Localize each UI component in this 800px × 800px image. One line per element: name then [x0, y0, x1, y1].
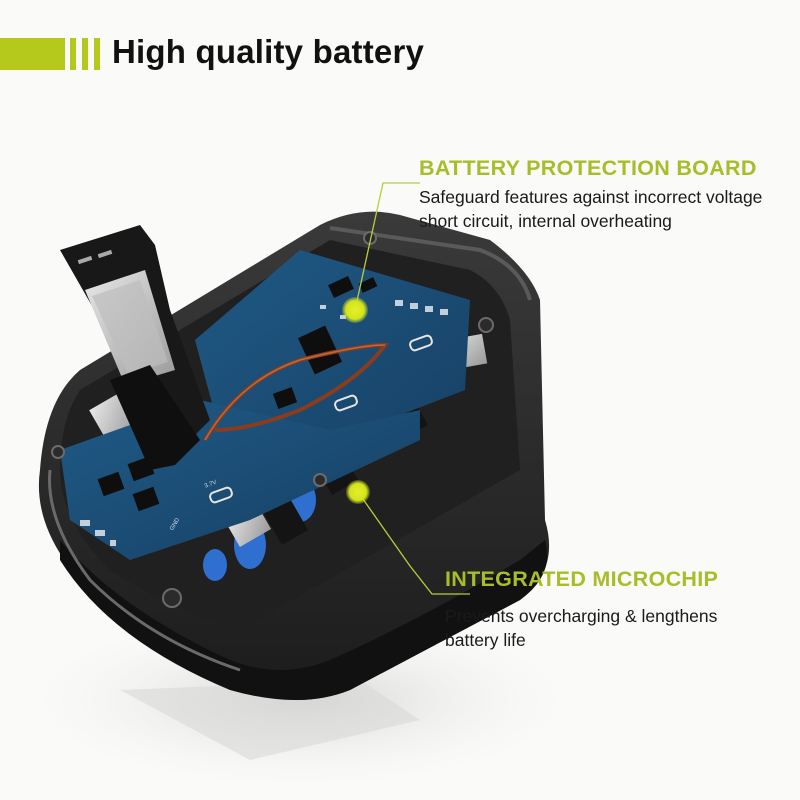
callout-desc-line: Prevents overcharging & lengthens — [445, 606, 718, 626]
callout-desc-line: short circuit, internal overheating — [419, 211, 672, 231]
leader-line-protection-board — [354, 182, 420, 311]
callout-title: INTEGRATED MICROCHIP — [445, 567, 719, 591]
microchip-marker-icon — [346, 480, 370, 504]
callout-microchip: INTEGRATED MICROCHIP Prevents overchargi… — [445, 567, 718, 652]
accent-stripe — [70, 38, 76, 70]
callout-protection-board: BATTERY PROTECTION BOARD Safeguard featu… — [419, 156, 762, 233]
callout-desc-line: Safeguard features against incorrect vol… — [419, 187, 763, 207]
accent-stripe — [94, 38, 100, 70]
header: High quality battery — [0, 33, 460, 70]
page-title: High quality battery — [112, 33, 425, 70]
protection-board-marker-icon — [342, 297, 368, 323]
pcb-label-voltage: 3.7V — [204, 480, 218, 490]
leader-line-microchip — [357, 491, 470, 595]
accent-bar — [0, 38, 65, 70]
accent-stripe — [82, 38, 88, 70]
callout-desc-line: battery life — [445, 630, 526, 650]
callout-title: BATTERY PROTECTION BOARD — [419, 156, 757, 180]
